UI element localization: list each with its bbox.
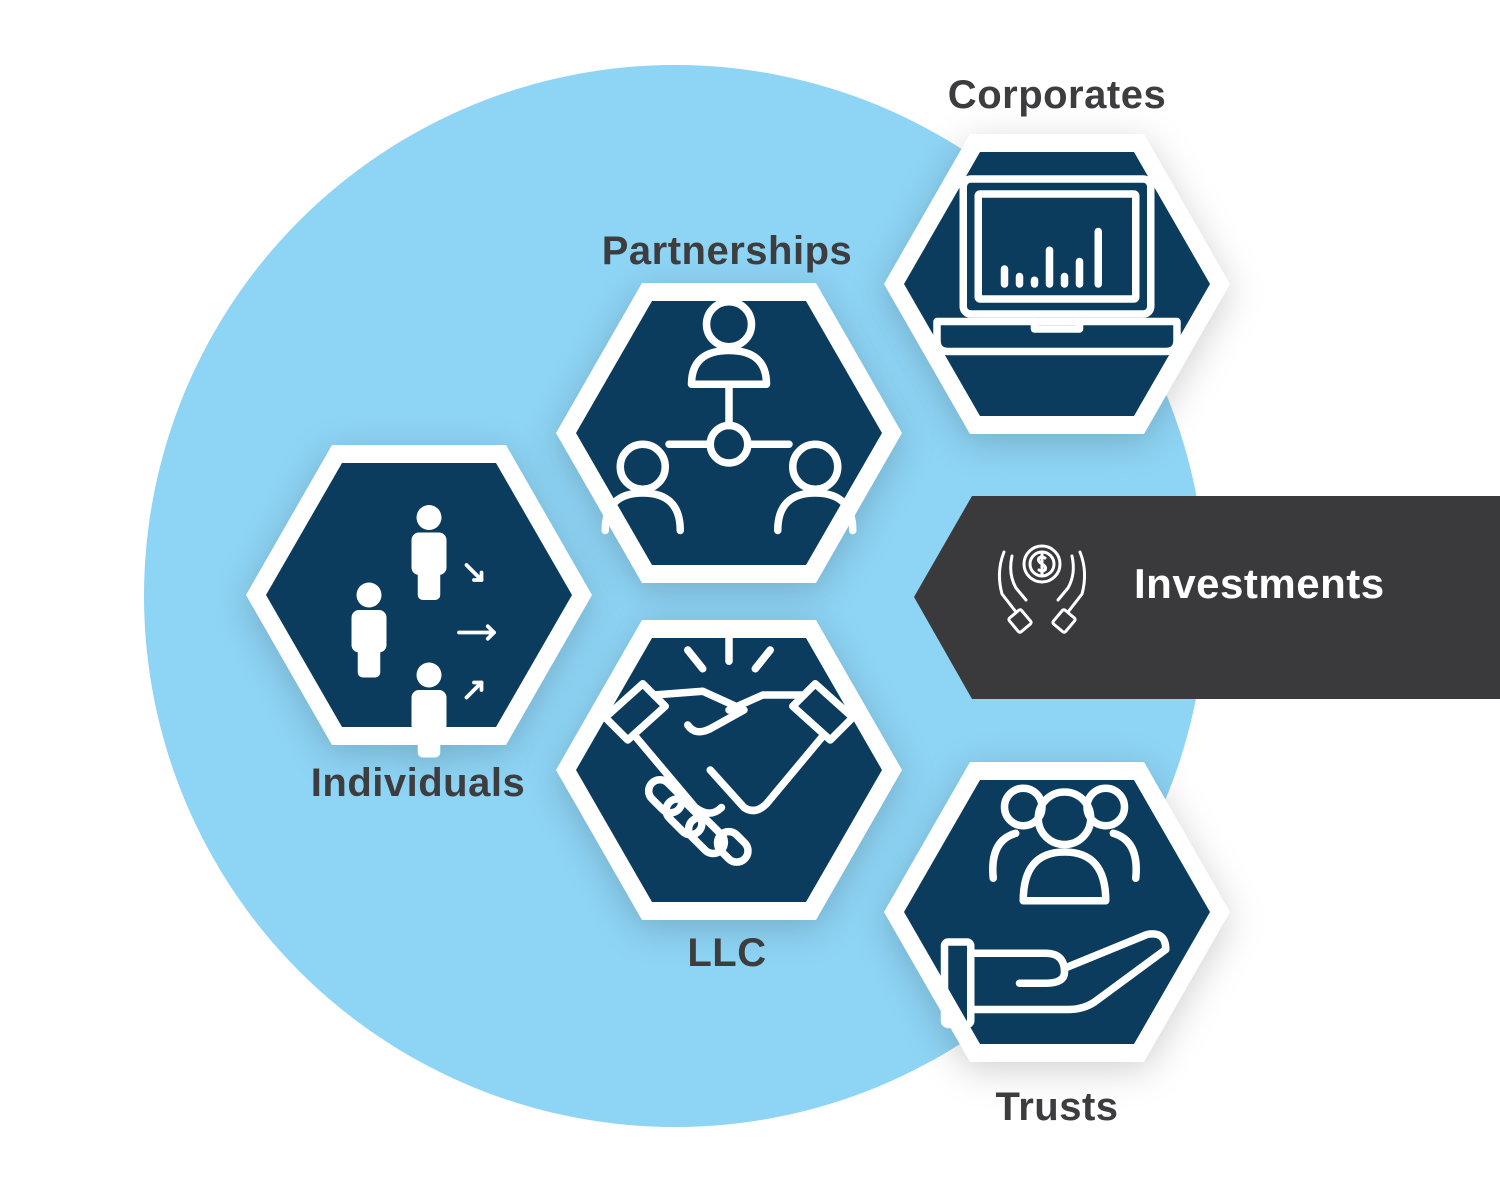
- laptop-chart-icon: [933, 175, 1181, 356]
- hand-group-icon: [940, 784, 1170, 1029]
- people-arrows-icon: [351, 505, 496, 758]
- label-llc: LLC: [687, 931, 767, 975]
- hexagon-corporates: [884, 134, 1230, 434]
- label-investments: Investments: [1134, 560, 1385, 607]
- hexagon-trusts: [884, 762, 1230, 1062]
- label-trusts: Trusts: [995, 1085, 1119, 1129]
- label-partnerships: Partnerships: [601, 229, 853, 273]
- hexagon-llc: [556, 620, 902, 920]
- label-individuals: Individuals: [310, 761, 526, 805]
- investments-banner: Investments: [914, 496, 1500, 699]
- hexagon-individuals: [246, 445, 592, 758]
- team-network-icon: [601, 298, 857, 535]
- label-corporates: Corporates: [947, 73, 1167, 117]
- hexagon-partnerships: [556, 283, 902, 583]
- hands-coin-icon: [997, 544, 1087, 634]
- handshake-icon: [601, 635, 857, 866]
